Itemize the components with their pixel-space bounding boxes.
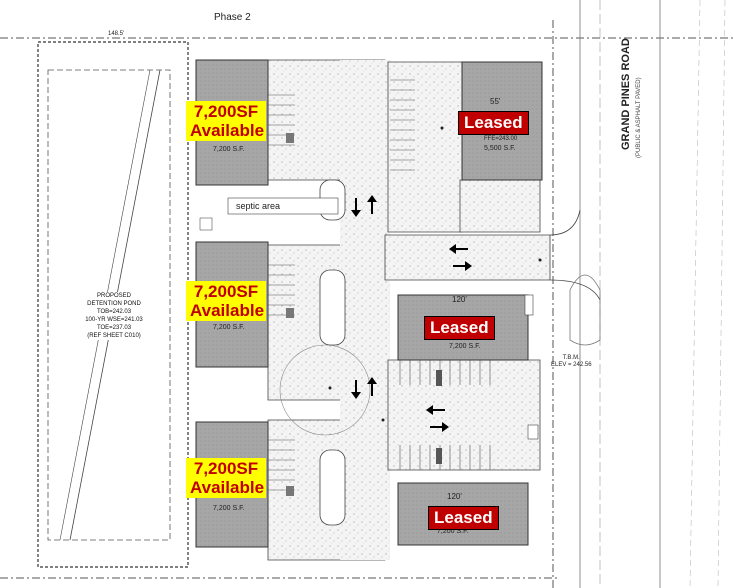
availability-callout-2: 7,200SF Available (186, 281, 266, 321)
benchmark-line: T.B.M. (562, 355, 580, 361)
parking-stalls (268, 79, 491, 491)
building-dim-label: 120' (452, 295, 467, 304)
driveway (549, 209, 601, 301)
status-label: Available (190, 301, 265, 320)
building-dim-label: 120' (447, 492, 462, 501)
pond-line: (REF SHEET C010) (87, 333, 141, 339)
benchmark-line: ELEV = 242.56 (551, 362, 592, 368)
island (319, 449, 346, 526)
road-detail: (PUBLIC & ASPHALT PAVED) (636, 77, 642, 158)
paved-area (387, 61, 463, 233)
septic-area-label: septic area (236, 201, 281, 211)
septic-circle (279, 344, 371, 436)
dimension-label: 148.5' (108, 31, 125, 37)
leased-badge: Leased (458, 111, 529, 135)
site-details (286, 126, 542, 496)
road-median (569, 274, 601, 346)
traffic-arrows (351, 195, 472, 432)
paved-area (387, 359, 541, 471)
building-area-label: 7,200 S.F. (449, 343, 481, 350)
size-label: 7,200SF (193, 102, 259, 121)
building-area-label: 5,500 S.F. (484, 145, 516, 152)
paved-area (459, 179, 541, 233)
pond-line: DETENTION POND (87, 301, 141, 307)
phase-label: Phase 2 (214, 12, 251, 23)
pond-line: TOB=242.03 (96, 309, 132, 315)
building-ffe-label: FFE=243.00 (484, 136, 518, 142)
road-edge (689, 0, 701, 588)
septic-area-box (227, 197, 339, 215)
pond-line: TOE=237.03 (96, 325, 132, 331)
status-label: Available (190, 478, 265, 497)
paved-area (340, 60, 390, 560)
pond-line: PROPOSED (96, 293, 131, 299)
road-name: GRAND PINES ROAD (620, 38, 632, 150)
pond-label: PROPOSED DETENTION POND TOB=242.03 100-Y… (74, 292, 154, 340)
size-label: 7,200SF (193, 282, 259, 301)
pond-line: 100-YR WSE=241.03 (85, 317, 143, 323)
island (319, 269, 346, 346)
detention-pond-inner (47, 69, 171, 541)
building-dim-label: 55' (490, 97, 501, 106)
building-area-label: 7,200 S.F. (213, 324, 245, 331)
leased-badge: Leased (428, 506, 499, 530)
availability-callout-3: 7,200SF Available (186, 458, 266, 498)
paved-area (384, 234, 551, 281)
building-area-label: 7,200 S.F. (213, 146, 245, 153)
septic-tank (199, 217, 213, 231)
availability-callout-1: 7,200SF Available (186, 101, 266, 141)
building-area-label: 7,200 S.F. (213, 505, 245, 512)
road-edge (717, 0, 726, 588)
size-label: 7,200SF (193, 459, 259, 478)
status-label: Available (190, 121, 265, 140)
building-area-label: 7,200 S.F. (437, 528, 469, 535)
benchmark-label: T.B.M. ELEV = 242.56 (551, 355, 592, 369)
leased-badge: Leased (424, 316, 495, 340)
